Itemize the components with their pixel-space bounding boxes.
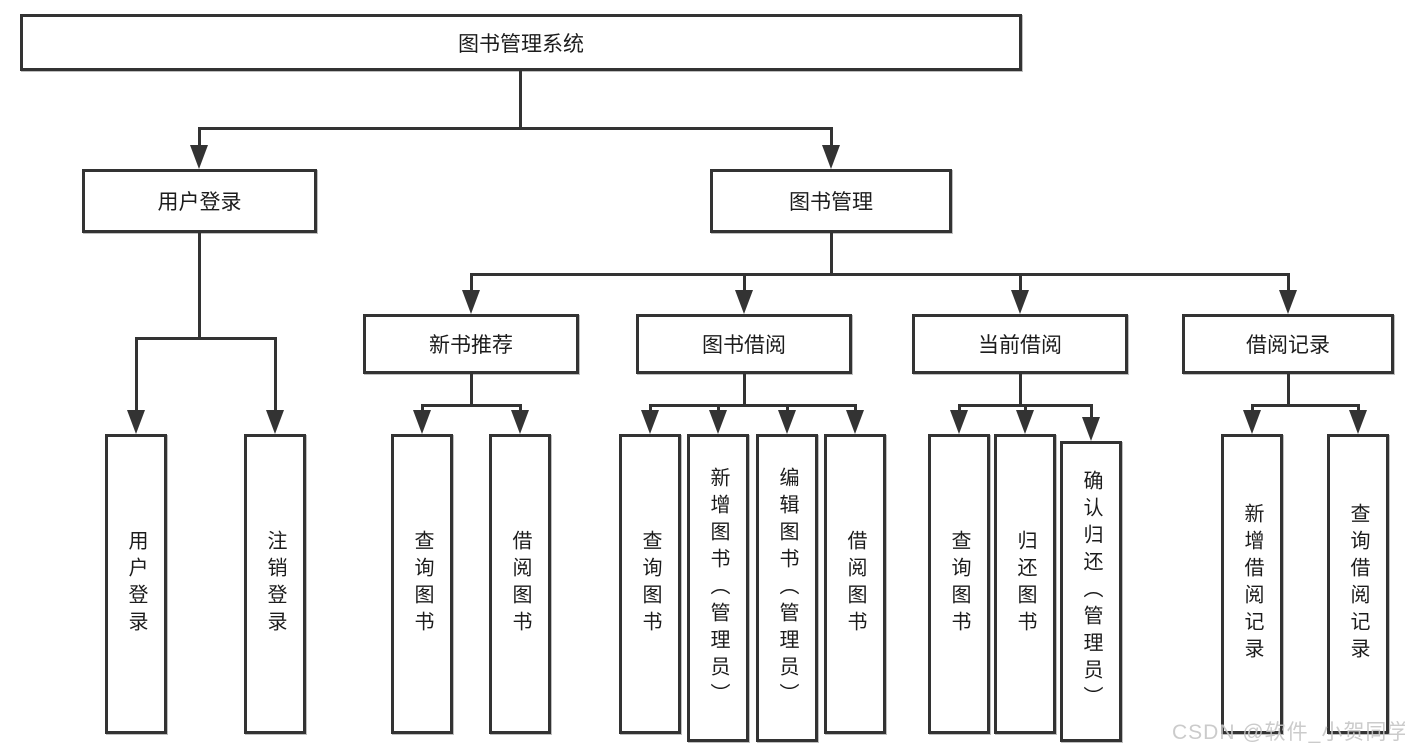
connector-line xyxy=(1019,374,1022,407)
node-label: 查询图书 xyxy=(639,530,661,638)
node-label: 新增借阅记录 xyxy=(1241,503,1263,665)
node-leaf-logout: 注销登录 xyxy=(244,434,306,734)
connector-line xyxy=(649,404,857,407)
node-label: 归还图书 xyxy=(1014,530,1036,638)
node-borrowing-records: 借阅记录 xyxy=(1182,314,1394,374)
connector-line xyxy=(1251,404,1360,407)
connector-line xyxy=(1090,404,1093,419)
arrowhead-down xyxy=(735,290,753,314)
connector-line xyxy=(717,404,720,412)
arrowhead-down xyxy=(462,290,480,314)
node-label: 借阅图书 xyxy=(509,530,531,638)
node-leaf-borrow-books-recommend: 借阅图书 xyxy=(489,434,551,734)
connector-line xyxy=(470,273,1290,276)
connector-line xyxy=(519,71,522,130)
connector-line xyxy=(470,374,473,407)
node-label: 查询图书 xyxy=(948,530,970,638)
connector-line xyxy=(519,404,522,412)
arrowhead-down xyxy=(1279,290,1297,314)
node-label: 查询图书 xyxy=(411,530,433,638)
connector-line xyxy=(854,404,857,412)
node-label: 查询借阅记录 xyxy=(1347,503,1369,665)
node-label: 注销登录 xyxy=(264,530,286,638)
arrowhead-down xyxy=(641,410,659,434)
node-label: 用户登录 xyxy=(125,530,147,638)
node-leaf-borrow-books: 借阅图书 xyxy=(824,434,886,734)
connector-line xyxy=(830,233,833,276)
arrowhead-down xyxy=(822,145,840,169)
node-leaf-query-books-recommend: 查询图书 xyxy=(391,434,453,734)
node-label: 确认归还（管理员） xyxy=(1080,470,1102,713)
connector-line xyxy=(743,273,746,292)
connector-line xyxy=(1251,404,1254,412)
connector-line xyxy=(274,337,277,412)
arrowhead-down xyxy=(1349,410,1367,434)
node-leaf-return-books: 归还图书 xyxy=(994,434,1056,734)
node-leaf-edit-books-admin: 编辑图书（管理员） xyxy=(756,434,818,742)
connector-line xyxy=(1019,273,1022,292)
node-user-login: 用户登录 xyxy=(82,169,317,233)
connector-line xyxy=(1024,404,1027,412)
node-new-book-recommendation: 新书推荐 xyxy=(363,314,579,374)
connector-line xyxy=(421,404,424,412)
connector-line xyxy=(958,404,961,412)
connector-line xyxy=(1357,404,1360,412)
arrowhead-down xyxy=(950,410,968,434)
node-library-management-system: 图书管理系统 xyxy=(20,14,1022,71)
arrowhead-down xyxy=(1243,410,1261,434)
connector-line xyxy=(649,404,652,412)
connector-line xyxy=(470,273,473,292)
node-leaf-query-books-current: 查询图书 xyxy=(928,434,990,734)
node-leaf-confirm-return-admin: 确认归还（管理员） xyxy=(1060,441,1122,742)
connector-line xyxy=(830,127,833,147)
arrowhead-down xyxy=(709,410,727,434)
connector-line xyxy=(198,127,833,130)
connector-line xyxy=(1287,374,1290,407)
node-label: 新增图书（管理员） xyxy=(707,466,729,710)
arrowhead-down xyxy=(778,410,796,434)
connector-line xyxy=(743,374,746,407)
connector-line xyxy=(135,337,138,412)
connector-line xyxy=(198,233,201,340)
node-leaf-user-login: 用户登录 xyxy=(105,434,167,734)
arrowhead-down xyxy=(511,410,529,434)
node-leaf-add-books-admin: 新增图书（管理员） xyxy=(687,434,749,742)
watermark: CSDN @软件_小贺同学 xyxy=(1172,721,1405,744)
arrowhead-down xyxy=(1082,417,1100,441)
connector-line xyxy=(135,337,277,340)
node-label: 编辑图书（管理员） xyxy=(776,466,798,710)
arrowhead-down xyxy=(846,410,864,434)
arrowhead-down xyxy=(413,410,431,434)
arrowhead-down xyxy=(1011,290,1029,314)
node-leaf-query-borrow-record: 查询借阅记录 xyxy=(1327,434,1389,734)
node-label: 借阅图书 xyxy=(844,530,866,638)
arrowhead-down xyxy=(266,410,284,434)
arrowhead-down xyxy=(127,410,145,434)
connector-line xyxy=(421,404,522,407)
arrowhead-down xyxy=(190,145,208,169)
connector-line xyxy=(786,404,789,412)
node-leaf-add-borrow-record: 新增借阅记录 xyxy=(1221,434,1283,734)
node-leaf-query-books-borrowing: 查询图书 xyxy=(619,434,681,734)
connector-line xyxy=(198,127,201,147)
arrowhead-down xyxy=(1016,410,1034,434)
connector-line xyxy=(1287,273,1290,292)
node-book-management: 图书管理 xyxy=(710,169,952,233)
node-current-borrowing: 当前借阅 xyxy=(912,314,1128,374)
node-book-borrowing: 图书借阅 xyxy=(636,314,852,374)
